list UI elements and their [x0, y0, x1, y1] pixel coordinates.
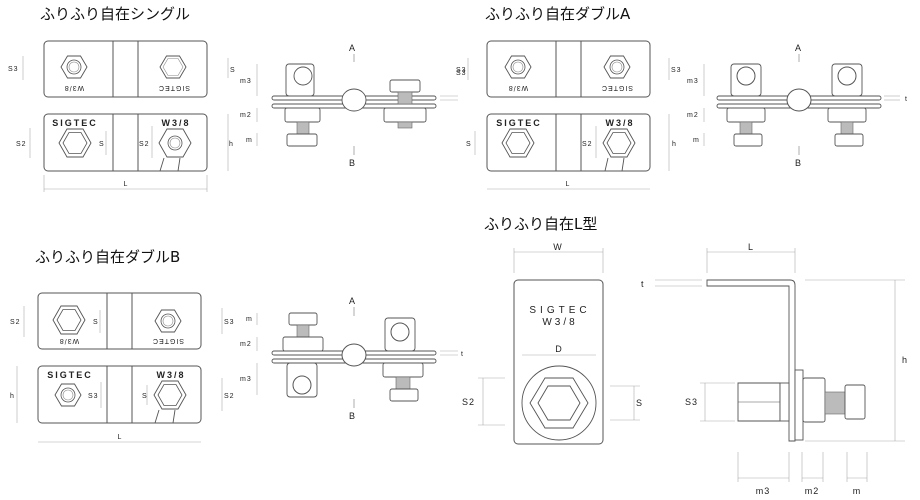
- view-arrow-a: A: [349, 296, 355, 306]
- view-arrow-b: B: [349, 158, 355, 168]
- plate-marking: W3/8: [64, 84, 84, 91]
- dim-label: S2: [582, 141, 593, 148]
- dim-label: L: [748, 242, 754, 252]
- plate-marking: W3/8: [605, 118, 634, 128]
- lower-plate: [43, 113, 208, 172]
- dim-label: S3: [88, 393, 99, 400]
- dim-label: t: [905, 96, 908, 103]
- double-b-top-view: W3/8 SIGTEC SIGTEC W3/8 L S2 S S3 h S3 S…: [10, 292, 235, 443]
- single-side-view: A B m3 m2 m S3: [240, 43, 467, 168]
- dim-label: S: [636, 398, 643, 408]
- upper-plate: [43, 40, 208, 98]
- plate-marking: SIGTEC: [529, 305, 590, 316]
- dim-label: t: [461, 351, 464, 358]
- dim-label: S3: [456, 70, 467, 77]
- title-double-a: ふりふり自在ダブルA: [485, 5, 631, 23]
- title-single: ふりふり自在シングル: [40, 5, 191, 23]
- dim-label: W: [553, 242, 563, 252]
- double-b-side-view: A B m m2 m3 t: [240, 296, 464, 421]
- dim-label: S: [93, 319, 99, 326]
- dim-label: L: [566, 181, 571, 188]
- plate-marking: W3/8: [542, 317, 577, 328]
- l-type-side-view: L t h S3 m3 m2 m: [641, 242, 908, 496]
- dim-label: m3: [240, 78, 252, 85]
- dim-label: S: [230, 67, 236, 74]
- dim-label: S2: [16, 141, 27, 148]
- dim-label: S: [466, 141, 472, 148]
- dim-label: S3: [685, 397, 698, 407]
- plate-marking: SIGTEC: [496, 118, 542, 128]
- dim-label: t: [641, 279, 645, 289]
- dim-label: S2: [139, 141, 150, 148]
- dim-label: m: [693, 137, 700, 144]
- dim-label: S3: [456, 67, 467, 74]
- dim-label: S2: [10, 319, 21, 326]
- dim-label: h: [902, 355, 908, 365]
- plate-marking: W3/8: [161, 118, 190, 128]
- dim-label: S3: [8, 66, 19, 73]
- view-arrow-b: B: [349, 411, 355, 421]
- plate-marking: SIGTEC: [601, 84, 633, 91]
- dim-label: m2: [805, 486, 820, 496]
- dim-label: m3: [687, 78, 699, 85]
- plate-marking: SIGTEC: [52, 118, 98, 128]
- dim-label: S: [142, 393, 148, 400]
- dim-label: D: [555, 344, 563, 354]
- plate-marking: W3/8: [156, 370, 185, 380]
- double-a-top-view: W3/8 SIGTEC SIGTEC W3/8 L S3 S3 S S2 h: [456, 40, 682, 190]
- dim-label: m2: [240, 112, 252, 119]
- plate-marking: W3/8: [508, 84, 528, 91]
- plate-marking: SIGTEC: [47, 370, 93, 380]
- single-top-view: W3/8 SIGTEC SIGTEC W3/8 L S3 S S2 S S2 h: [8, 40, 236, 192]
- plate-marking: W3/8: [59, 337, 79, 344]
- dim-label: m: [853, 486, 862, 496]
- dim-label: S: [99, 141, 105, 148]
- plate-marking: SIGTEC: [152, 337, 184, 344]
- dim-label: S3: [671, 67, 682, 74]
- double-a-side-view: A B m3 m2 m t: [687, 43, 908, 168]
- dim-label: m2: [240, 341, 252, 348]
- dim-label: h: [10, 393, 15, 400]
- dim-label: L: [124, 181, 129, 188]
- view-arrow-b: B: [795, 158, 801, 168]
- dim-label: S2: [224, 393, 235, 400]
- dim-label: h: [672, 141, 677, 148]
- dim-label: S3: [224, 319, 235, 326]
- plate-marking: SIGTEC: [158, 84, 190, 91]
- dim-label: m3: [756, 486, 771, 496]
- l-type-front-view: W SIGTEC W3/8 D S2 S: [462, 242, 643, 445]
- title-l-type: ふりふり自在L型: [484, 215, 598, 233]
- title-double-b: ふりふり自在ダブルB: [35, 248, 181, 266]
- dim-label: m: [246, 316, 253, 323]
- dim-label: S2: [462, 397, 475, 407]
- dim-label: m2: [687, 112, 699, 119]
- dim-label: L: [118, 434, 123, 441]
- dim-label: m: [246, 137, 253, 144]
- view-arrow-a: A: [795, 43, 801, 53]
- dim-label: m3: [240, 376, 252, 383]
- dim-label: h: [229, 141, 234, 148]
- view-arrow-a: A: [349, 43, 355, 53]
